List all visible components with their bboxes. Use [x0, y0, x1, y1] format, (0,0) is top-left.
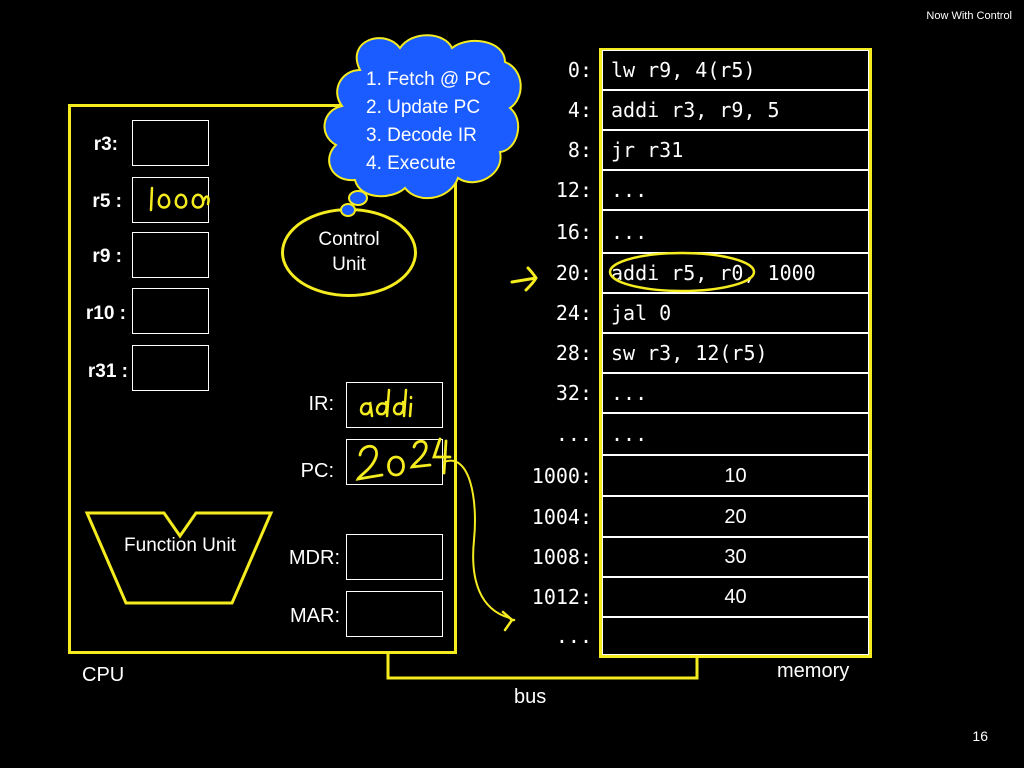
memory-cell: sw r3, 12(r5) [602, 333, 869, 373]
bus-label: bus [514, 686, 547, 708]
pc-value-box [346, 439, 443, 485]
ir-value-box [346, 382, 443, 428]
register-label: r31 : [87, 361, 128, 382]
memory-cell: jal 0 [602, 293, 869, 333]
highlight-circle [608, 251, 756, 293]
memory-cell: jr r31 [602, 130, 869, 170]
memory-address: ... [555, 422, 592, 446]
memory-address: 20: [555, 261, 592, 285]
memory-address: ... [555, 624, 592, 648]
memory-cell: 10 [602, 455, 869, 496]
memory-cell: ... [602, 210, 869, 253]
register-handwritten-value [146, 180, 216, 218]
memory-address: 1012: [531, 585, 592, 609]
control-unit-line-2: Unit [332, 253, 366, 275]
memory-cell: 30 [602, 537, 869, 577]
step-fetch: 1. Fetch @ PC [366, 69, 491, 90]
register-value-box [132, 120, 209, 166]
register-value-box [132, 345, 209, 391]
mdr-label: MDR: [288, 547, 340, 569]
mar-value-box [346, 591, 443, 637]
register-label: r5 : [92, 191, 122, 212]
memory-address: 1008: [531, 545, 592, 569]
memory-label: memory [777, 660, 850, 682]
function-unit-label: Function Unit [124, 535, 236, 556]
memory-cell: 20 [602, 496, 869, 537]
memory-cell [602, 617, 869, 655]
page-number: 16 [972, 728, 988, 744]
memory-address: 8: [567, 138, 592, 162]
memory-box [599, 48, 872, 658]
thought-bubble-text: 1. Fetch @ PC 2. Update PC 3. Decode IR … [366, 66, 491, 178]
pc-arrow [510, 266, 538, 292]
memory-address: 12: [555, 178, 592, 202]
memory-address: 32: [555, 381, 592, 405]
memory-address: 28: [555, 341, 592, 365]
register-label: r10 : [85, 303, 126, 324]
ir-label: IR: [308, 393, 334, 415]
memory-address: 16: [555, 219, 592, 244]
memory-cell: addi r5, r0, 1000 [602, 253, 869, 293]
memory-address: 1004: [531, 504, 592, 529]
register-value-box [132, 232, 209, 278]
memory-cell: 40 [602, 577, 869, 617]
register-label: r3: [93, 134, 118, 155]
slide-title: Now With Control [926, 10, 1012, 22]
register-value-box [132, 288, 209, 334]
memory-cell: lw r9, 4(r5) [602, 50, 869, 90]
memory-address: 4: [567, 98, 592, 122]
mdr-value-box [346, 534, 443, 580]
step-execute: 4. Execute [366, 153, 456, 174]
function-unit-shape [84, 511, 274, 605]
memory-address: 1000: [531, 463, 592, 488]
memory-cell: ... [602, 413, 869, 455]
memory-cell: addi r3, r9, 5 [602, 90, 869, 130]
pc-curve-arrowhead [501, 610, 516, 632]
pc-curve [443, 459, 511, 619]
register-label: r9 : [92, 246, 122, 267]
cpu-label: CPU [82, 664, 125, 686]
ir-handwritten-value [355, 386, 415, 422]
memory-address: 24: [555, 301, 592, 325]
step-update-pc: 2. Update PC [366, 97, 481, 118]
memory-cell: ... [602, 170, 869, 210]
pc-handwritten-value [352, 433, 462, 487]
step-decode: 3. Decode IR [366, 125, 477, 146]
mar-label: MAR: [290, 605, 340, 627]
memory-address: 0: [567, 58, 592, 82]
control-unit-line-1: Control [318, 228, 380, 250]
pc-label: PC: [300, 460, 334, 482]
memory-cell: ... [602, 373, 869, 413]
cpu-box [68, 104, 457, 654]
